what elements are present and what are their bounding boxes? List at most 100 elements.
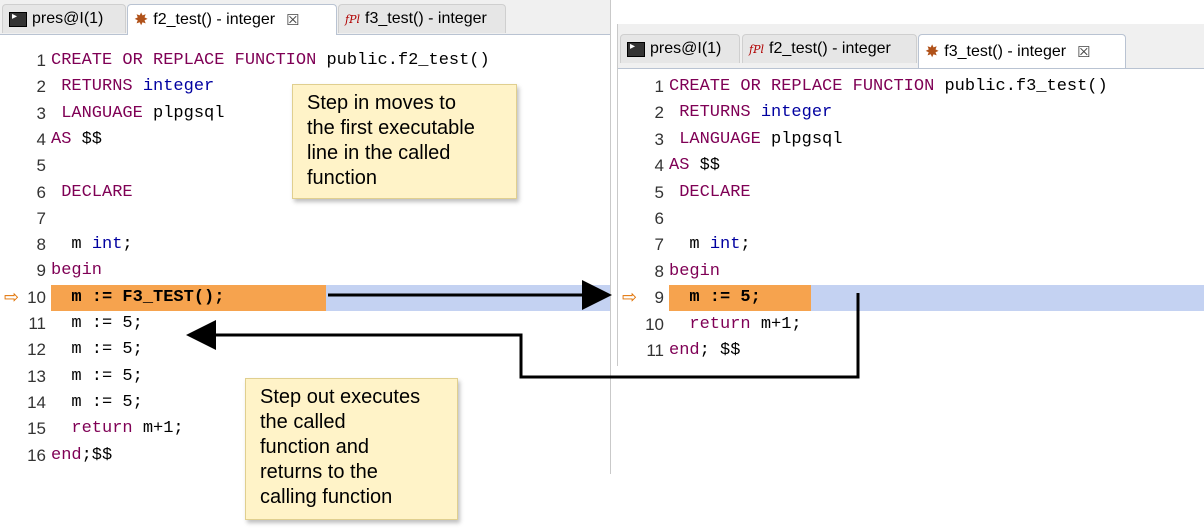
tab-pres-console[interactable]: pres@I(1) [2, 4, 126, 33]
callout-line: the first executable [307, 117, 475, 139]
code-text: RETURNS integer [61, 77, 215, 97]
current-statement-highlight [669, 285, 811, 312]
line-number: 2 [36, 77, 46, 97]
line-number: 4 [36, 129, 46, 149]
line-number: 5 [36, 156, 46, 176]
line-number: 12 [27, 340, 46, 360]
current-statement-highlight [51, 284, 326, 311]
code-text: m := 5; [51, 314, 143, 333]
callout-line: returns to the [260, 461, 378, 483]
code-text: RETURNS integer [679, 103, 833, 123]
code-line[interactable]: 3 LANGUAGE plpgsql [0, 101, 610, 127]
tab-pres-console[interactable]: pres@I(1) [620, 34, 740, 63]
code-text: return m+1; [71, 419, 184, 439]
line-number: 11 [646, 341, 664, 360]
right-code-editor[interactable]: 1 CREATE OR REPLACE FUNCTION public.f3_te… [618, 72, 1204, 366]
step-out-arrow [186, 293, 860, 379]
terminal-icon [9, 11, 27, 27]
code-line[interactable]: ⇨10 m := F3_TEST(); [0, 284, 610, 311]
tab-label: pres@I(1) [32, 10, 104, 27]
code-line[interactable]: 1 CREATE OR REPLACE FUNCTION public.f2_te… [0, 48, 610, 74]
line-number: 6 [36, 182, 46, 202]
code-line[interactable]: 3 LANGUAGE plpgsql [618, 127, 1204, 153]
code-text: m := 5; [51, 340, 143, 360]
callout-line: line in the called [307, 142, 451, 164]
close-icon[interactable]: ☒ [1077, 43, 1091, 61]
line-number: 9 [654, 288, 664, 308]
code-text: end;$$ [51, 445, 113, 465]
line-number: 1 [36, 51, 46, 70]
code-line[interactable]: 7 m int; [618, 232, 1204, 258]
code-text: DECLARE [679, 182, 751, 202]
code-text: m := 5; [51, 392, 143, 412]
line-number: 10 [27, 287, 46, 307]
close-icon[interactable]: ☒ [286, 12, 300, 29]
callout-line: function and [260, 436, 369, 458]
code-line[interactable]: 6 [618, 206, 1204, 232]
code-text: CREATE OR REPLACE FUNCTION public.f3_tes… [669, 77, 1108, 96]
fpl-icon: fPl [345, 12, 360, 26]
instruction-pointer-icon: ⇨ [622, 287, 638, 309]
left-tab-bar: pres@I(1) ✸ f2_test() - integer ☒ fPl f3… [0, 0, 610, 35]
callout-line: the called [260, 411, 346, 433]
tab-f3-test[interactable]: fPl f3_test() - integer [338, 4, 506, 33]
terminal-icon [627, 41, 645, 57]
code-line[interactable]: 6 DECLARE [0, 180, 610, 206]
code-line[interactable]: 5 [0, 153, 610, 179]
tab-label: f2_test() - integer [153, 11, 276, 28]
line-number: 2 [654, 103, 664, 123]
tab-f3-test[interactable]: ✸ f3_test() - integer ☒ [918, 34, 1126, 68]
callout-line: Step out executes [260, 386, 421, 408]
code-text: m := 5; [669, 288, 761, 308]
code-line[interactable]: ⇨ 9 m := 5; [618, 285, 1204, 312]
callout-line: calling function [260, 486, 393, 508]
line-number: 8 [654, 261, 664, 281]
code-line[interactable]: 12 m := 5; [0, 337, 610, 363]
line-number: 9 [36, 261, 46, 281]
code-line[interactable]: 2 RETURNS integer [618, 100, 1204, 126]
line-number: 3 [36, 103, 46, 123]
line-number: 11 [28, 314, 46, 333]
left-code-editor[interactable]: 1 CREATE OR REPLACE FUNCTION public.f2_te… [0, 35, 610, 474]
right-editor-panel: pres@I(1) fPl f2_test() - integer ✸ f3_t… [617, 24, 1204, 366]
code-text: m := 5; [51, 366, 143, 386]
instruction-pointer-icon: ⇨ [4, 286, 20, 308]
code-line[interactable]: 1 CREATE OR REPLACE FUNCTION public.f3_te… [618, 74, 1204, 100]
code-line[interactable]: 13 m := 5; [0, 364, 610, 390]
code-text: CREATE OR REPLACE FUNCTION public.f2_tes… [51, 51, 490, 70]
tab-f2-test[interactable]: ✸ f2_test() - integer ☒ [127, 4, 337, 35]
step-out-callout: Step out executes the called function an… [245, 378, 458, 520]
code-line[interactable]: 2 RETURNS integer [0, 74, 610, 100]
code-text: end; $$ [669, 341, 741, 360]
code-text: AS $$ [51, 129, 103, 149]
code-line[interactable]: 8 m int; [0, 232, 610, 258]
code-text: begin [51, 261, 103, 281]
tab-f2-test[interactable]: fPl f2_test() - integer [742, 34, 917, 63]
line-number: 13 [27, 366, 46, 386]
code-line[interactable]: 11 end; $$ [618, 338, 1204, 364]
line-number: 6 [654, 209, 664, 228]
tab-label: pres@I(1) [650, 40, 722, 57]
code-line[interactable]: 11 m := 5; [0, 311, 610, 337]
code-line[interactable]: 14 m := 5; [0, 390, 610, 416]
code-line[interactable]: 7 [0, 206, 610, 232]
code-text: LANGUAGE plpgsql [61, 103, 225, 123]
line-number: 1 [654, 77, 664, 96]
code-text: return m+1; [689, 314, 802, 334]
line-number: 14 [27, 392, 46, 412]
debug-bug-icon: ✸ [134, 10, 149, 29]
code-line[interactable]: 10 return m+1; [618, 312, 1204, 338]
code-text: begin [669, 261, 721, 281]
code-line[interactable]: 5 DECLARE [618, 180, 1204, 206]
line-number: 7 [654, 235, 664, 255]
fpl-icon: fPl [749, 42, 764, 56]
code-line[interactable]: 15 return m+1; [0, 416, 610, 442]
code-text: DECLARE [61, 182, 133, 202]
line-number: 7 [36, 208, 46, 228]
line-number: 4 [654, 156, 664, 176]
